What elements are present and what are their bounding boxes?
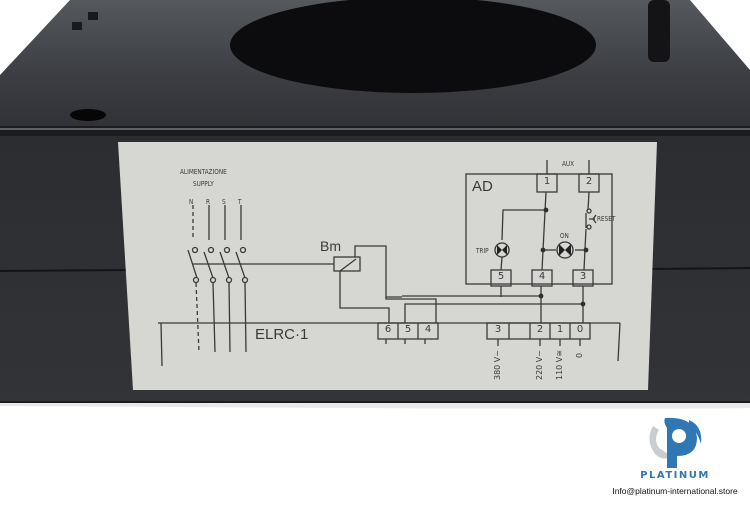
on-label: ON <box>560 232 569 240</box>
phase-s: S <box>222 198 226 206</box>
phase-r: R <box>206 198 210 206</box>
voltage-380: 380 V∼ <box>493 350 502 380</box>
brand-watermark: PLATINUM Info@platinum-international.sto… <box>600 408 750 500</box>
reset-label: RESET <box>597 215 616 223</box>
platinum-logo-icon <box>649 417 702 468</box>
brand-name: PLATINUM <box>640 470 710 481</box>
device-terminal-4: 4 <box>424 324 432 335</box>
on-lamp-icon <box>556 241 574 259</box>
supply-title-en: SUPPLY <box>193 180 214 188</box>
phase-t: T <box>238 198 242 206</box>
trip-label: TRIP <box>476 247 489 255</box>
trip-lamp-icon <box>494 242 510 258</box>
aux-label: AUX <box>562 160 575 168</box>
device-label: ELRC·1 <box>255 326 309 343</box>
module-terminal-2: 2 <box>585 176 593 187</box>
module-label: AD <box>472 178 493 195</box>
relay-label: Bm <box>320 238 341 254</box>
device-terminal-2: 2 <box>536 324 544 335</box>
brand-email: Info@platinum-international.store <box>612 486 738 496</box>
module-terminal-4: 4 <box>538 271 546 282</box>
device-terminal-5: 5 <box>404 324 412 335</box>
module-terminal-3: 3 <box>579 271 587 282</box>
module-terminal-5: 5 <box>497 271 505 282</box>
voltage-110: 110 V≅ <box>555 350 564 380</box>
voltage-220: 220 V∼ <box>535 350 544 380</box>
device-terminal-1: 1 <box>556 324 564 335</box>
phase-n: N <box>189 198 194 206</box>
voltage-0: 0 <box>575 352 584 358</box>
supply-title-it: ALIMENTAZIONE <box>180 168 227 176</box>
device-terminal-3: 3 <box>494 324 502 335</box>
module-terminal-1: 1 <box>543 176 551 187</box>
device-terminal-6: 6 <box>384 324 392 335</box>
device-terminal-0: 0 <box>576 324 584 335</box>
